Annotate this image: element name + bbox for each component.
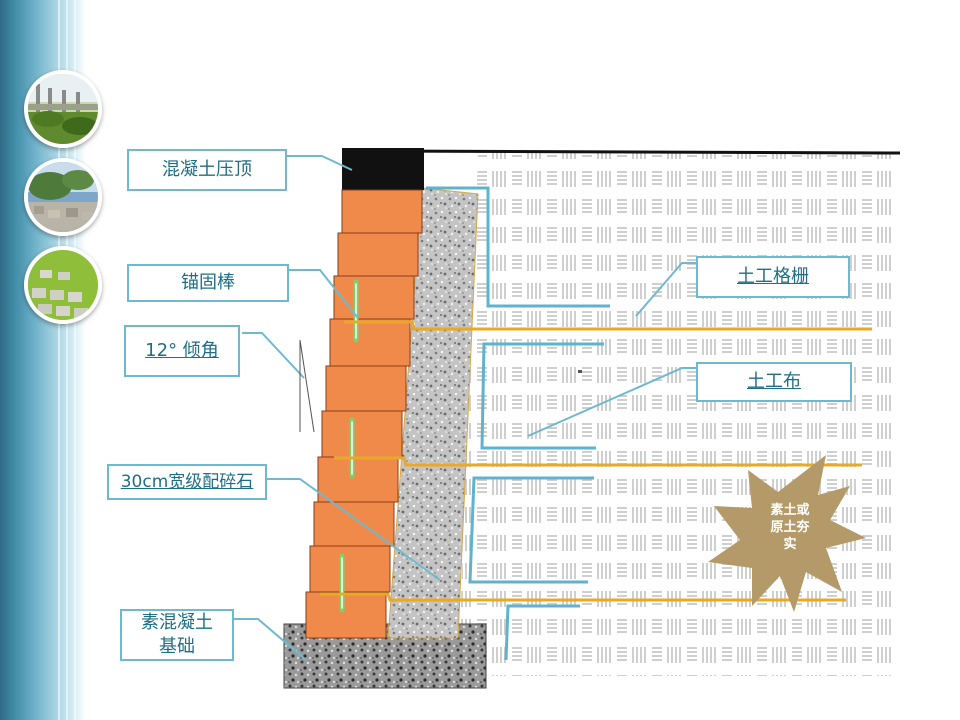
tilt-angle-indicator [299, 339, 315, 433]
label-geogrid: 土工格栅 [696, 256, 850, 298]
backfill-soil-area [458, 152, 896, 676]
thumbnail-garden-wall [24, 70, 102, 148]
compacted-soil-star [708, 455, 866, 612]
label-concrete-foundation: 素混凝土 基础 [120, 609, 234, 661]
geotextile-wraps [426, 186, 610, 661]
label-anchor-rod: 锚固棒 [127, 264, 289, 302]
label-geotextile: 土工布 [696, 362, 852, 402]
concrete-coping-block [342, 148, 424, 190]
ground-surface-line [371, 149, 901, 155]
label-concrete-coping: 混凝土压顶 [127, 149, 287, 191]
gravel-drainage-layer [387, 187, 479, 639]
label-compacted-soil: 素土或 原土夯 实 [770, 503, 810, 552]
label-gravel-30cm: 30cm宽级配碎石 [107, 464, 267, 500]
brick-blocks [305, 189, 423, 639]
thumbnail-waterfront-wall [24, 158, 102, 236]
label-tilt-angle: 12° 倾角 [124, 325, 240, 377]
leader-lines [234, 155, 696, 661]
geogrid-layers [320, 320, 872, 602]
thumbnail-grass-pavers [24, 246, 102, 324]
